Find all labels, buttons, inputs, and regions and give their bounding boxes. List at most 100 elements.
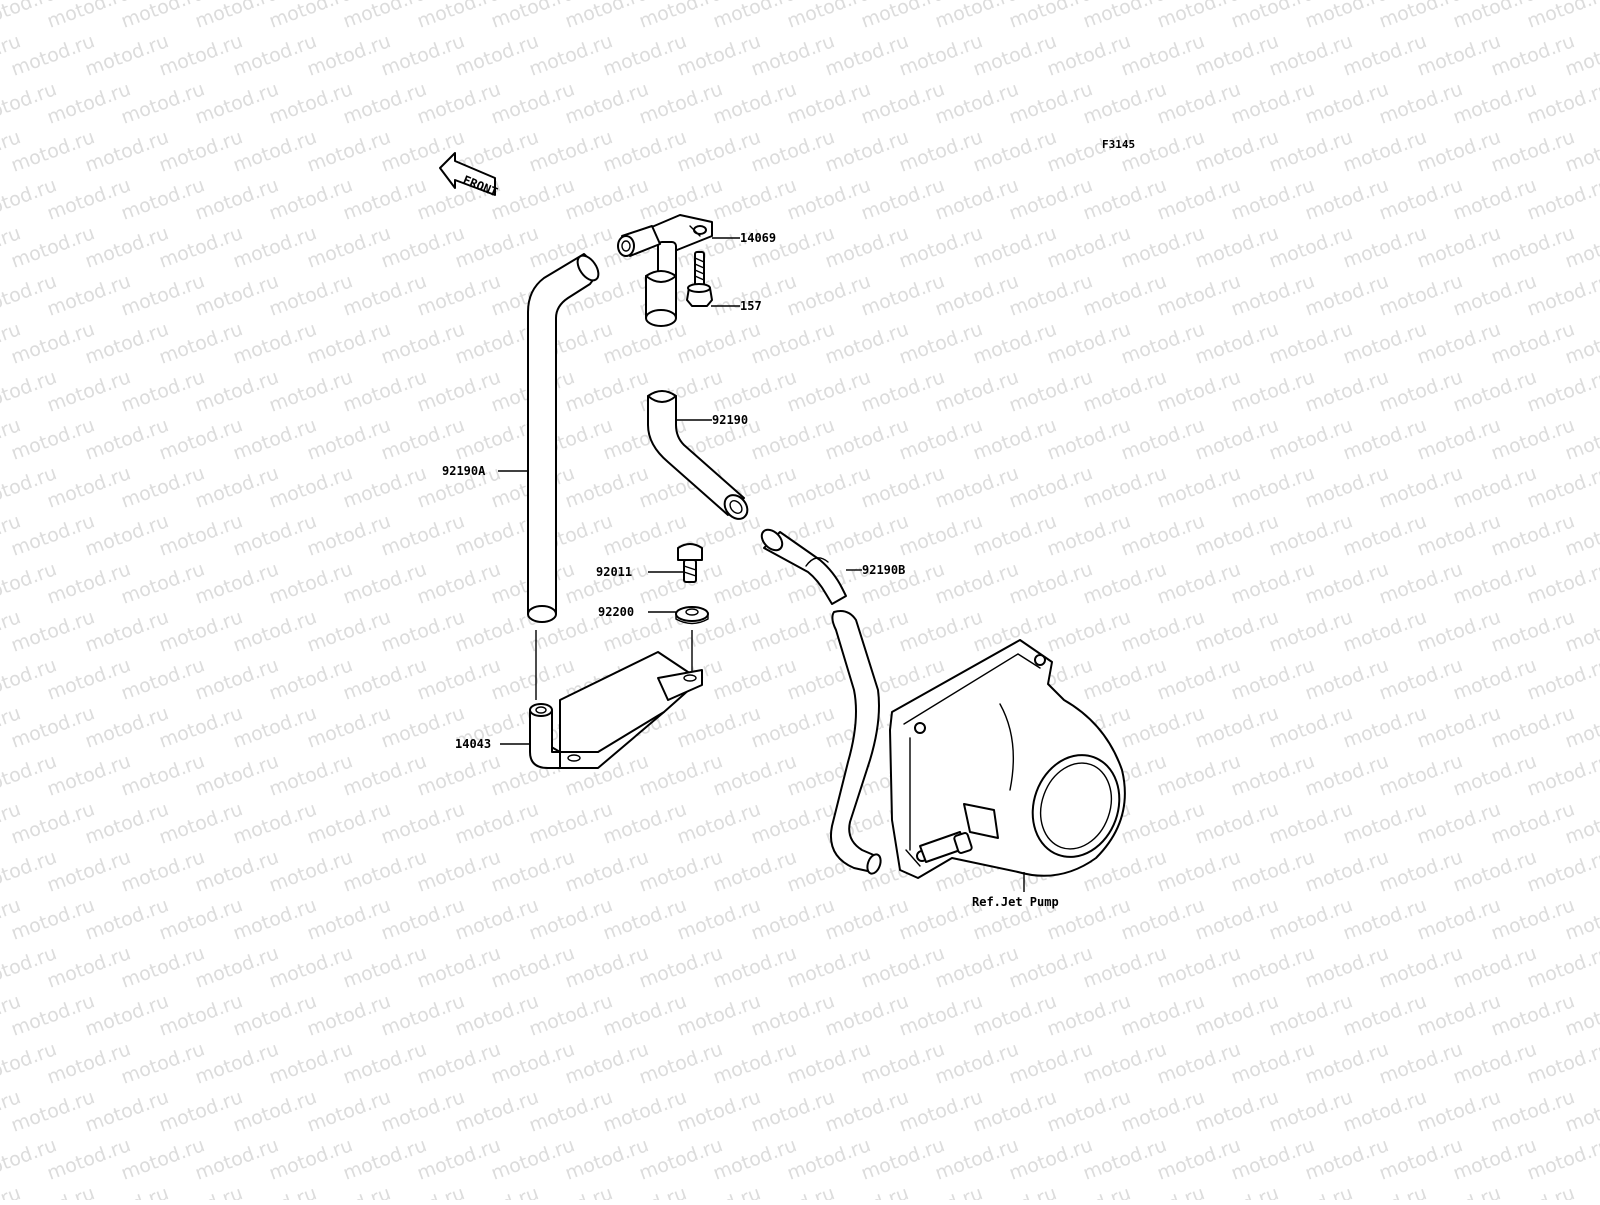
watermark-text: motod.ru — [304, 894, 393, 944]
watermark-text: motod.ru — [304, 414, 393, 464]
watermark-text: motod.ru — [44, 750, 133, 800]
watermark-text: motod.ru — [192, 654, 281, 704]
watermark-text: motod.ru — [230, 606, 319, 656]
watermark-text: motod.ru — [1266, 510, 1355, 560]
watermark-text: motod.ru — [1340, 606, 1429, 656]
watermark-text: motod.ru — [1118, 414, 1207, 464]
watermark-text: motod.ru — [1488, 510, 1577, 560]
watermark-text: motod.ru — [192, 366, 281, 416]
watermark-text: motod.ru — [44, 846, 133, 896]
jet-pump-housing — [889, 639, 1126, 879]
watermark-text: motod.ru — [1080, 270, 1169, 320]
watermark-text: motod.ru — [82, 798, 171, 848]
watermark-text: motod.ru — [1006, 558, 1095, 608]
watermark-text: motod.ru — [1228, 558, 1317, 608]
watermark-text: motod.ru — [1414, 414, 1503, 464]
watermark-text: motod.ru — [1376, 750, 1465, 800]
watermark-text: motod.ru — [118, 462, 207, 512]
watermark-text: motod.ru — [1044, 318, 1133, 368]
watermark-text: motod.ru — [452, 30, 541, 80]
watermark-text: motod.ru — [1376, 78, 1465, 128]
watermark-text: motod.ru — [378, 510, 467, 560]
watermark-text: motod.ru — [8, 990, 97, 1040]
watermark-text: motod.ru — [1192, 702, 1281, 752]
watermark-text: motod.ru — [1228, 942, 1317, 992]
watermark-text: motod.ru — [1228, 462, 1317, 512]
watermark-text: motod.ru — [156, 222, 245, 272]
watermark-text: motod.ru — [784, 78, 873, 128]
watermark-text: motod.ru — [488, 846, 577, 896]
watermark-text: motod.ru — [1266, 318, 1355, 368]
watermark-text: motod.ru — [118, 846, 207, 896]
watermark-text: motod.ru — [266, 1134, 355, 1184]
watermark-text: motod.ru — [970, 222, 1059, 272]
watermark-text: motod.ru — [1118, 894, 1207, 944]
watermark-text: motod.ru — [44, 366, 133, 416]
watermark-text: motod.ru — [710, 750, 799, 800]
watermark-text: motod.ru — [858, 270, 947, 320]
watermark-text: motod.ru — [748, 990, 837, 1040]
watermark-text: motod.ru — [230, 222, 319, 272]
watermark-text: motod.ru — [600, 126, 689, 176]
watermark-text: motod.ru — [1302, 462, 1391, 512]
watermark-text: motod.ru — [1266, 702, 1355, 752]
watermark-text: motod.ru — [82, 606, 171, 656]
watermark-text: motod.ru — [156, 414, 245, 464]
watermark-text: motod.ru — [1192, 414, 1281, 464]
watermark-text: motod.ru — [562, 462, 651, 512]
watermark-text: motod.ru — [1044, 414, 1133, 464]
watermark-text: motod.ru — [1524, 942, 1600, 992]
watermark-text: motod.ru — [82, 702, 171, 752]
watermark-text: motod.ru — [784, 462, 873, 512]
watermark-text: motod.ru — [44, 1134, 133, 1184]
watermark-text: motod.ru — [156, 990, 245, 1040]
watermark-text: motod.ru — [82, 1086, 171, 1136]
watermark-text: motod.ru — [156, 30, 245, 80]
watermark-text: motod.ru — [636, 558, 725, 608]
watermark-text: motod.ru — [822, 30, 911, 80]
watermark-text: motod.ru — [1450, 846, 1539, 896]
watermark-text: motod.ru — [8, 30, 97, 80]
watermark-text: motod.ru — [896, 318, 985, 368]
watermark-text: motod.ru — [1302, 174, 1391, 224]
watermark-text: motod.ru — [1376, 846, 1465, 896]
watermark-text: motod.ru — [1228, 1038, 1317, 1088]
watermark-text: motod.ru — [600, 990, 689, 1040]
watermark-text: motod.ru — [266, 78, 355, 128]
watermark-text: motod.ru — [1524, 558, 1600, 608]
watermark-text: motod.ru — [636, 750, 725, 800]
watermark-text: motod.ru — [340, 654, 429, 704]
watermark-text: motod.ru — [562, 846, 651, 896]
figure-code: F3145 — [1102, 138, 1135, 151]
watermark-text: motod.ru — [82, 414, 171, 464]
watermark-text: motod.ru — [1228, 654, 1317, 704]
watermark-text: motod.ru — [710, 846, 799, 896]
watermark-text: motod.ru — [156, 510, 245, 560]
watermark-text: motod.ru — [44, 558, 133, 608]
watermark-text: motod.ru — [858, 942, 947, 992]
watermark-text: motod.ru — [748, 126, 837, 176]
hose-92190A — [527, 253, 600, 623]
watermark-text: motod.ru — [932, 558, 1021, 608]
watermark-text: motod.ru — [932, 366, 1021, 416]
watermark-text: motod.ru — [1414, 990, 1503, 1040]
watermark-text: motod.ru — [1192, 126, 1281, 176]
watermark-text: motod.ru — [1524, 1134, 1600, 1184]
watermark-text: motod.ru — [266, 846, 355, 896]
watermark-text: motod.ru — [822, 510, 911, 560]
watermark-text: motod.ru — [822, 1086, 911, 1136]
watermark-text: motod.ru — [118, 750, 207, 800]
watermark-text: motod.ru — [1376, 1134, 1465, 1184]
watermark-text: motod.ru — [1488, 894, 1577, 944]
screw-157 — [686, 251, 713, 307]
watermark-text: motod.ru — [8, 798, 97, 848]
watermark-text: motod.ru — [1340, 318, 1429, 368]
watermark-text: motod.ru — [414, 942, 503, 992]
watermark-text: motod.ru — [44, 270, 133, 320]
watermark-text: motod.ru — [526, 30, 615, 80]
watermark-text: motod.ru — [1192, 894, 1281, 944]
watermark-text: motod.ru — [118, 1134, 207, 1184]
watermark-text: motod.ru — [1524, 1038, 1600, 1088]
